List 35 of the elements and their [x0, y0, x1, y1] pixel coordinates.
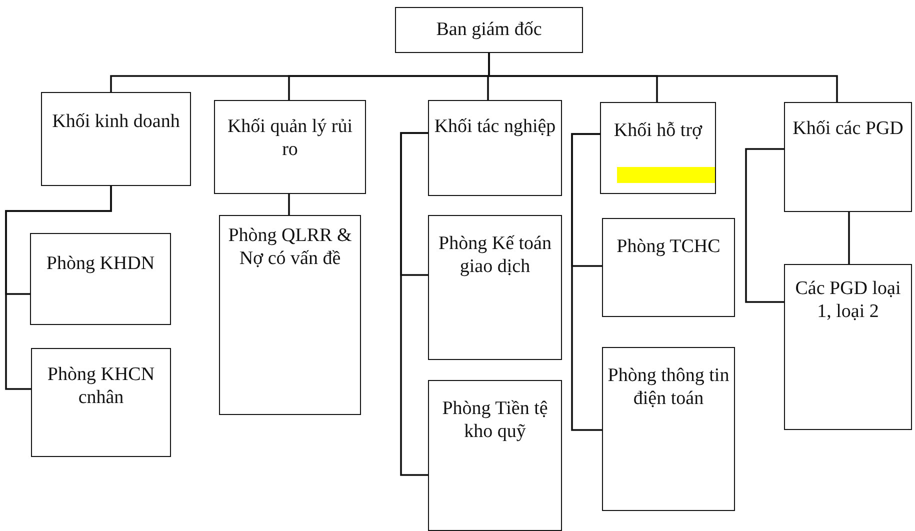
- org-box: [602, 218, 735, 317]
- connector-line: [5, 186, 112, 390]
- box-label: Khối kinh doanh: [52, 110, 180, 133]
- box-label: Khối hỗ trợ: [614, 119, 702, 142]
- connector-line: [848, 212, 850, 264]
- org-box: [214, 100, 366, 194]
- box-label: Khối quản lý rủi ro: [226, 115, 354, 161]
- box-label: Phòng TCHC: [616, 235, 720, 258]
- org-box: [41, 92, 191, 186]
- connector-line: [400, 132, 428, 476]
- box-label: Phòng thông tin điện toán: [607, 364, 730, 410]
- org-box: [395, 7, 583, 53]
- org-box: [428, 215, 562, 360]
- connector-line: [571, 133, 602, 431]
- box-label: Phòng Kế toán giao dịch: [438, 232, 552, 278]
- connector-line: [488, 53, 838, 102]
- org-box: [428, 380, 562, 531]
- box-label: Các PGD loại 1, loại 2: [794, 277, 902, 323]
- box-label: Ban giám đốc: [436, 18, 542, 41]
- connector-line: [745, 148, 784, 303]
- org-box: [31, 348, 171, 457]
- box-label: Khối các PGD: [792, 117, 904, 140]
- org-box: [784, 264, 912, 430]
- org-box: [428, 100, 562, 196]
- org-box: [602, 347, 735, 511]
- connector-line: [288, 194, 290, 215]
- org-box: [219, 215, 361, 415]
- box-label: Phòng KHCN cnhân: [46, 363, 156, 409]
- box-label: Khối tác nghiệp: [434, 115, 556, 138]
- box-label: Phòng Tiền tệ kho quỹ: [441, 397, 549, 443]
- box-label: Phòng KHDN: [46, 252, 155, 275]
- org-box: [30, 233, 171, 325]
- org-box: [600, 102, 716, 194]
- box-label: Phòng QLRR & Nợ có vấn đề: [227, 224, 353, 270]
- org-box: [784, 102, 912, 212]
